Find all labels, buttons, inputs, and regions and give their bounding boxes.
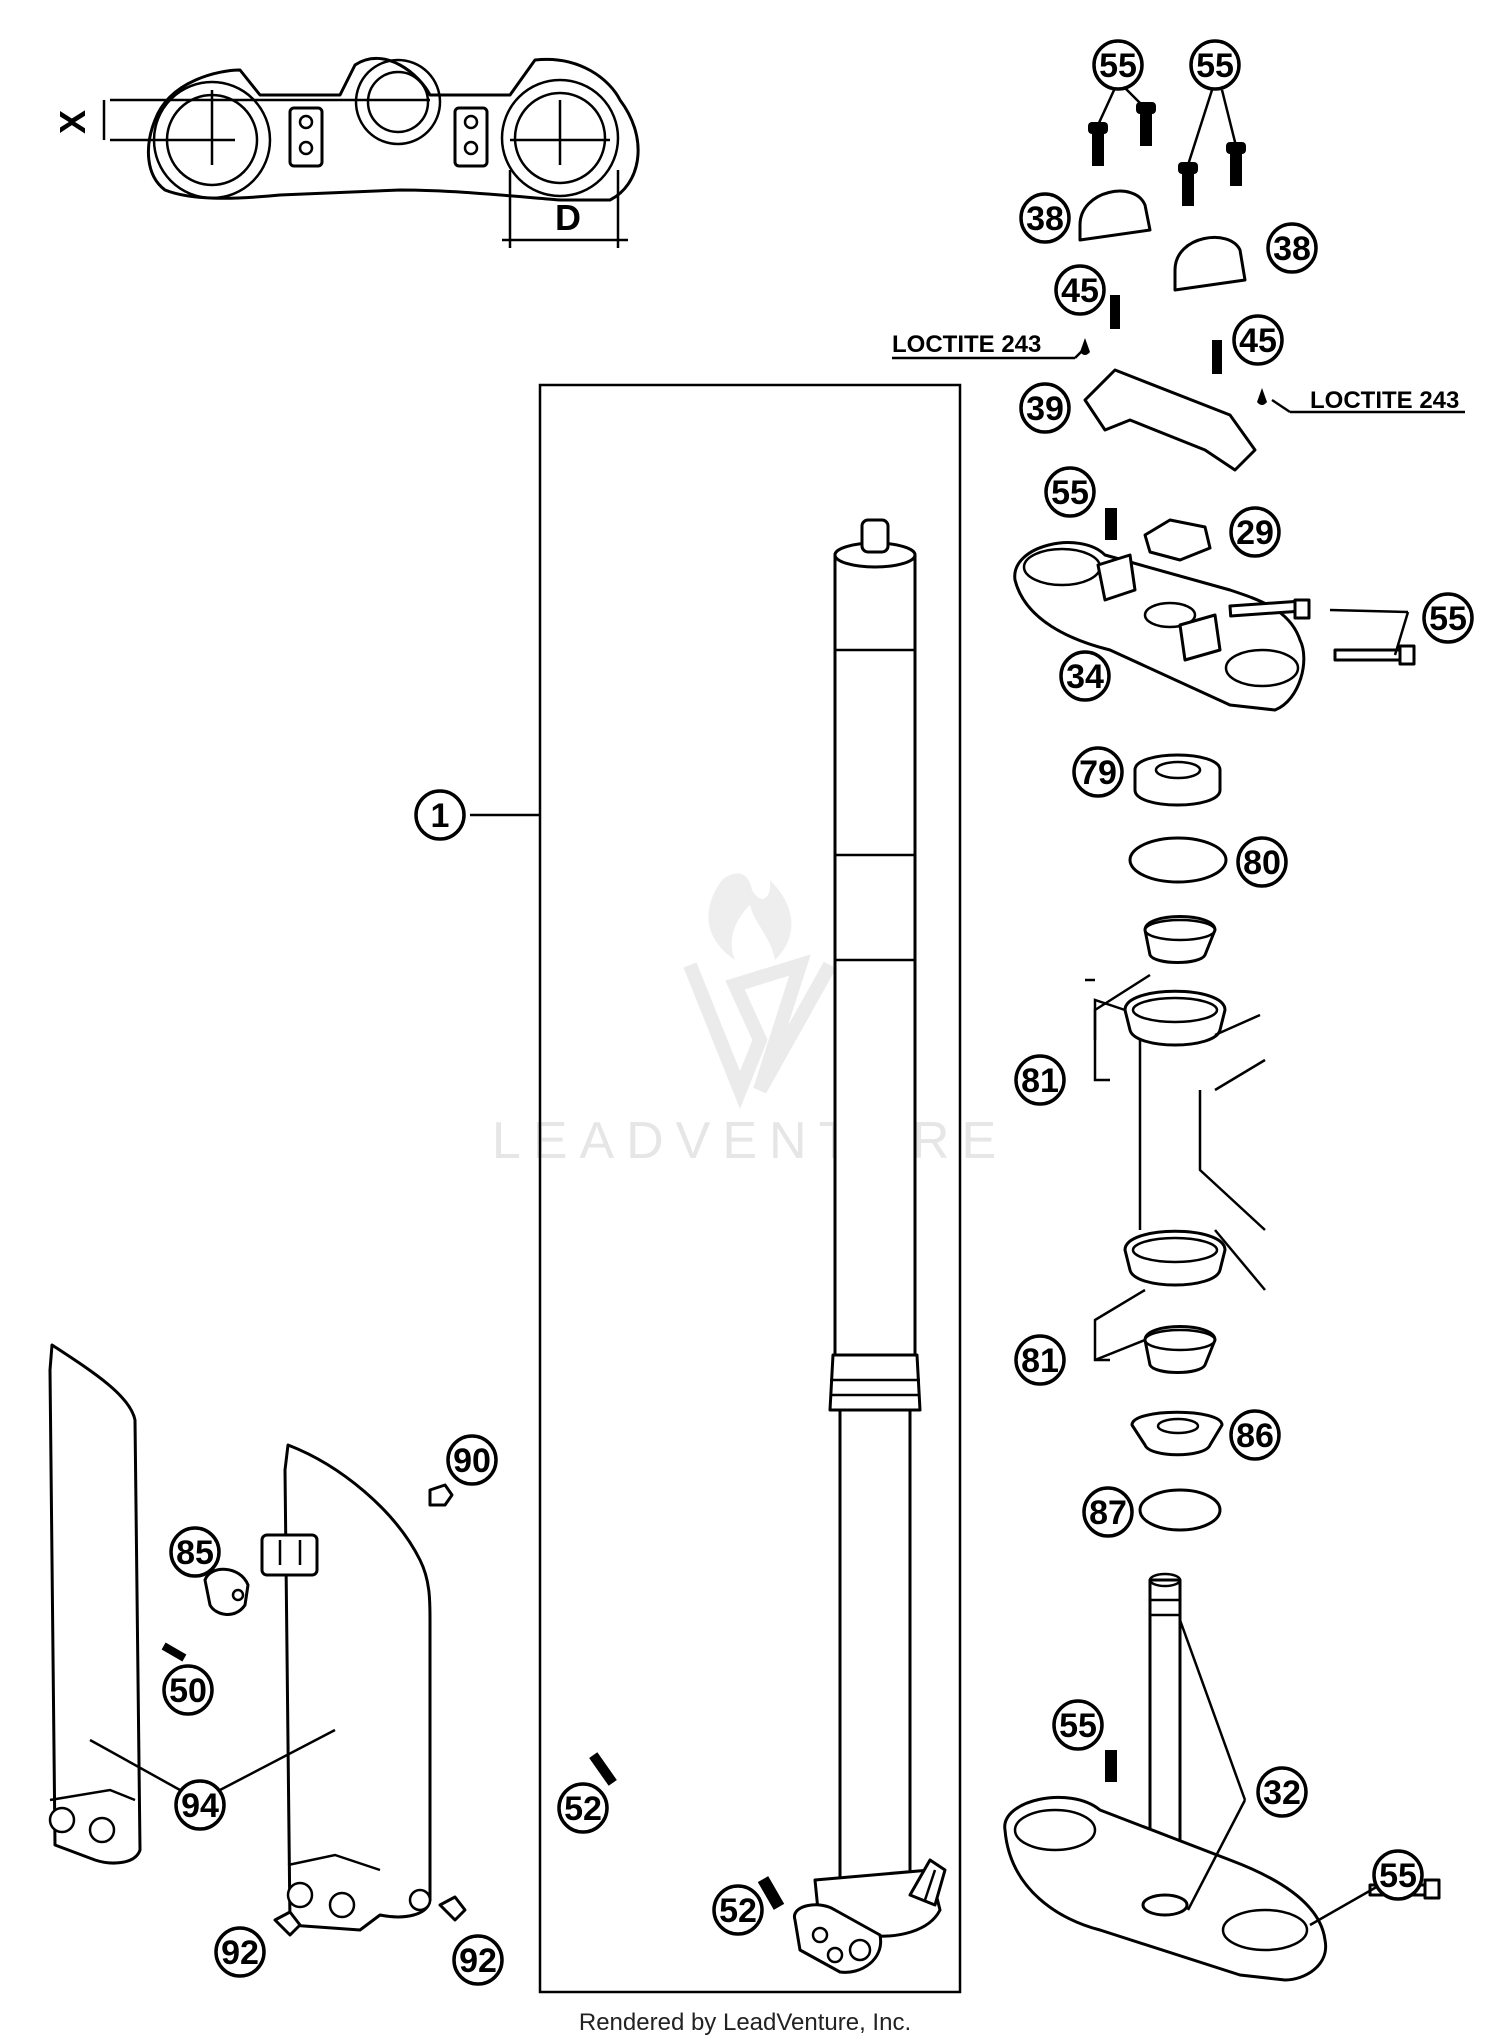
svg-text:87: 87: [1089, 1494, 1127, 1532]
callout-38-left: 38: [1019, 192, 1071, 244]
callout-55-clamp-side: 55: [1422, 592, 1474, 644]
callout-50: 50: [162, 1664, 214, 1716]
triple-clamp-dimension-view: X D: [52, 57, 640, 248]
svg-text:55: 55: [1051, 474, 1089, 512]
svg-text:55: 55: [1099, 47, 1137, 85]
svg-text:29: 29: [1236, 514, 1274, 552]
svg-text:81: 81: [1021, 1342, 1059, 1380]
callout-34: 34: [1059, 650, 1111, 702]
svg-text:38: 38: [1273, 230, 1311, 268]
frame-steering-head: [1138, 1013, 1266, 1291]
callout-45-right: 45: [1232, 314, 1284, 366]
callout-55-clamp-top: 55: [1044, 466, 1096, 518]
loctite-note-left: LOCTITE 243: [892, 331, 1041, 358]
leadventure-watermark: LEADVENTURE: [492, 873, 1008, 1170]
dimension-x-label: X: [52, 110, 93, 134]
handlebar-clamp-38a: [1078, 189, 1152, 242]
fork-leg: [793, 518, 947, 1974]
svg-text:34: 34: [1066, 658, 1104, 696]
leader-lines: [89, 87, 1410, 1927]
svg-text:55: 55: [1196, 47, 1234, 85]
callout-55-lower-clamp-top: 55: [1052, 1699, 1104, 1751]
svg-text:85: 85: [176, 1534, 214, 1572]
fork-protector-right: [260, 1443, 432, 1932]
callout-86: 86: [1229, 1409, 1281, 1461]
svg-text:52: 52: [719, 1892, 757, 1930]
bolt-52-left: [589, 1752, 617, 1786]
svg-text:55: 55: [1379, 1857, 1417, 1895]
callout-81-lower: 81: [1014, 1334, 1066, 1386]
handlebar-mount-39: [1083, 368, 1257, 472]
callout-55-lower-clamp-side: 55: [1372, 1849, 1424, 1901]
svg-text:1: 1: [431, 797, 450, 835]
callout-55-top-right: 55: [1189, 39, 1241, 91]
nut-90: [428, 1483, 454, 1507]
callout-79: 79: [1072, 746, 1124, 798]
bearing-81-upper: [1123, 915, 1227, 1047]
callout-90: 90: [446, 1434, 498, 1486]
loctite-note-right: LOCTITE 243: [1310, 387, 1459, 414]
callout-52-lower: 52: [712, 1884, 764, 1936]
screw-50: [161, 1642, 187, 1662]
svg-text:45: 45: [1239, 322, 1277, 360]
callout-52-left: 52: [557, 1782, 609, 1834]
callout-80: 80: [1236, 836, 1288, 888]
callout-92-right: 92: [452, 1934, 504, 1986]
svg-text:94: 94: [181, 1787, 219, 1825]
dimension-d-label: D: [555, 197, 581, 238]
svg-text:86: 86: [1236, 1417, 1274, 1455]
handlebar-clamp-38b: [1173, 235, 1247, 292]
upper-triple-clamp: [1013, 508, 1416, 712]
svg-text:52: 52: [564, 1790, 602, 1828]
fork-assembly-box: [538, 383, 962, 1994]
svg-text:92: 92: [459, 1942, 497, 1980]
svg-text:92: 92: [221, 1934, 259, 1972]
footer-credit: Rendered by LeadVenture, Inc.: [579, 2009, 911, 2036]
bolt-52-lower: [757, 1876, 785, 1910]
callout-32: 32: [1256, 1766, 1308, 1818]
svg-text:81: 81: [1021, 1062, 1059, 1100]
callout-55-top-left: 55: [1092, 39, 1144, 91]
fork-protector-left: [48, 1343, 142, 1865]
callout-45-left: 45: [1054, 264, 1106, 316]
callout-38-right: 38: [1266, 222, 1318, 274]
callout-81-upper: 81: [1014, 1054, 1066, 1106]
callout-87: 87: [1082, 1486, 1134, 1538]
o-ring-87: [1138, 1488, 1222, 1532]
lower-triple-clamp: [1003, 1572, 1441, 1982]
watermark-text: LEADVENTURE: [492, 1112, 1008, 1170]
callout-85: 85: [169, 1526, 221, 1578]
svg-text:55: 55: [1429, 600, 1467, 638]
svg-text:55: 55: [1059, 1707, 1097, 1745]
svg-text:38: 38: [1026, 200, 1064, 238]
svg-text:80: 80: [1243, 844, 1281, 882]
dust-seal-79: [1133, 753, 1222, 807]
clamp-85: [203, 1567, 250, 1616]
dust-seal-86: [1130, 1410, 1224, 1457]
callout-39: 39: [1019, 382, 1071, 434]
svg-text:79: 79: [1079, 754, 1117, 792]
screws-92: [273, 1895, 467, 1937]
callout-92-left: 92: [214, 1926, 266, 1978]
callout-1: 1: [414, 789, 466, 841]
svg-text:90: 90: [453, 1442, 491, 1480]
svg-text:32: 32: [1263, 1774, 1301, 1812]
callout-29: 29: [1229, 506, 1281, 558]
svg-text:45: 45: [1061, 272, 1099, 310]
svg-text:50: 50: [169, 1672, 207, 1710]
bearing-81-lower: [1123, 1229, 1227, 1374]
callout-94: 94: [174, 1779, 226, 1831]
svg-text:39: 39: [1026, 390, 1064, 428]
o-ring-80: [1128, 836, 1228, 884]
